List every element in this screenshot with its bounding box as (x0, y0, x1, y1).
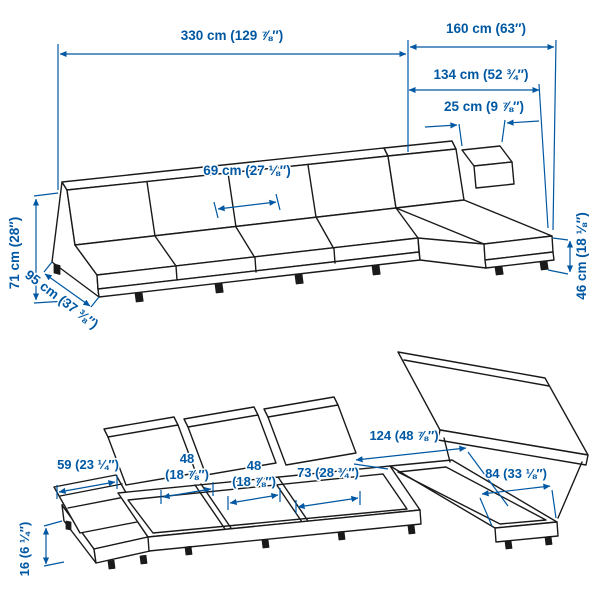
dim-end-module-width: 59 (23 ¼″) (56, 456, 120, 499)
leaning-backrest-cushion-3-edge (263, 396, 339, 418)
seat-module-2-in-label: (18 ⅞″) (232, 474, 276, 489)
dim-armrest-width: 25 cm (9 ⅞″) (424, 98, 540, 147)
chaise-seat-top-face (395, 199, 553, 245)
storage-boxes-inner-rim (127, 473, 408, 534)
dim-seat-module-1: 48 (18 ⅞″) (160, 450, 214, 504)
sofa-legs (53, 260, 549, 303)
storage-boxes-front-face (147, 509, 422, 552)
end-module-width-label: 59 (23 ¼″) (57, 457, 119, 472)
seat-height-label: 46 cm (18 ⅛″) (574, 212, 589, 300)
dim-total-height: 71 cm (28″) (6, 192, 67, 304)
chaise-base-face (484, 251, 555, 269)
chaise-storage-length-label: 124 (48 ⅞″) (369, 428, 438, 443)
chaise-section-width-label: 160 cm (63″) (446, 21, 526, 36)
dim-chaise-module-width: 84 (33 ⅛″) (479, 465, 557, 527)
wide-module-width-label: 73 (28 ¾″) (297, 465, 359, 480)
leaning-backrest-cushion-2-edge (183, 406, 259, 428)
chaise-storage-front-face (494, 521, 559, 543)
total-height-label: 71 cm (28″) (7, 217, 22, 290)
chaise-backrest-front-face (387, 148, 465, 209)
dim-wide-module-width: 73 (28 ¾″) (295, 464, 361, 514)
seat-module-2-cm-label: 48 (247, 458, 261, 473)
total-width-label: 330 cm (129 ⅞″) (181, 28, 284, 43)
dim-chaise-section-width: 160 cm (63″) (409, 20, 557, 231)
dim-chaise-depth: 134 cm (52 ¾″) (408, 66, 549, 229)
dim-total-width: 330 cm (129 ⅞″) (57, 27, 409, 190)
leaning-backrest-cushion-3 (267, 404, 357, 466)
chaise-lid-thickness (437, 429, 589, 466)
armrest-width-label: 25 cm (9 ⅞″) (444, 99, 524, 114)
dim-storage-depth: 16 (6 ¼″) (16, 520, 65, 578)
storage-sofa-dimensions: 124 (48 ⅞″) 59 (23 ¼″) 48 (18 ⅞″) 48 (18… (16, 427, 557, 578)
leaning-backrest-cushion-2 (187, 414, 277, 476)
storage-box-dividers (194, 476, 309, 530)
storage-depth-label: 16 (6 ¼″) (17, 522, 32, 577)
chaise-storage-inner-rim (397, 466, 547, 525)
chaise-side-face (417, 237, 487, 269)
dim-seat-height: 46 cm (18 ⅛″) (547, 211, 591, 301)
chaise-module-width-label: 84 (33 ⅛″) (485, 466, 547, 481)
chaise-lid-border-line (403, 359, 550, 387)
assembled-sofa-drawing (51, 140, 555, 303)
seat-division-lines (154, 216, 336, 281)
dim-seat-module-2: 48 (18 ⅞″) (227, 457, 281, 510)
storage-sofa-legs (65, 520, 553, 570)
armrest-front-face (473, 161, 515, 189)
chaise-depth-label: 134 cm (52 ¾″) (433, 67, 528, 82)
dim-chaise-storage-length: 124 (48 ⅞″) (353, 427, 509, 507)
leaning-backrest-cushion-1 (107, 424, 197, 486)
dim-seat-cushion-width: 69 cm (27 ⅛″) (202, 162, 292, 219)
storage-sofa-drawing (53, 351, 589, 570)
seat-module-1-cm-label: 48 (180, 451, 194, 466)
leaning-backrest-cushion-1-edge (103, 416, 179, 438)
seat-cushion-width-label: 69 cm (27 ⅛″) (203, 163, 291, 178)
seat-module-1-in-label: (18 ⅞″) (165, 467, 209, 482)
